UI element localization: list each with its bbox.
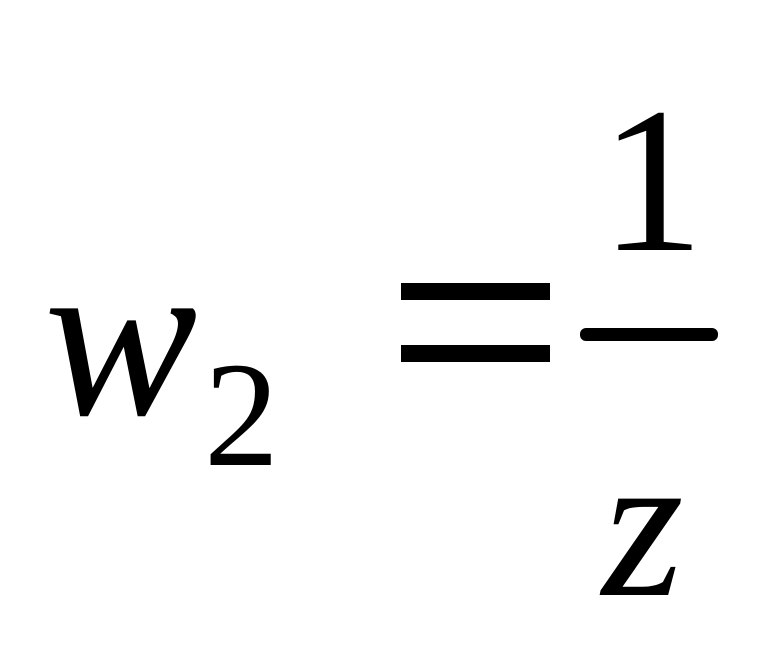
fraction-bar [580,328,718,341]
fraction-numerator: 1 [600,65,704,295]
equals-sign-bottom-bar [401,345,550,362]
lhs-subscript: 2 [204,332,279,498]
fraction-denominator: z [602,409,684,641]
equals-sign-top-bar [401,283,550,300]
lhs-variable: w [44,209,198,464]
